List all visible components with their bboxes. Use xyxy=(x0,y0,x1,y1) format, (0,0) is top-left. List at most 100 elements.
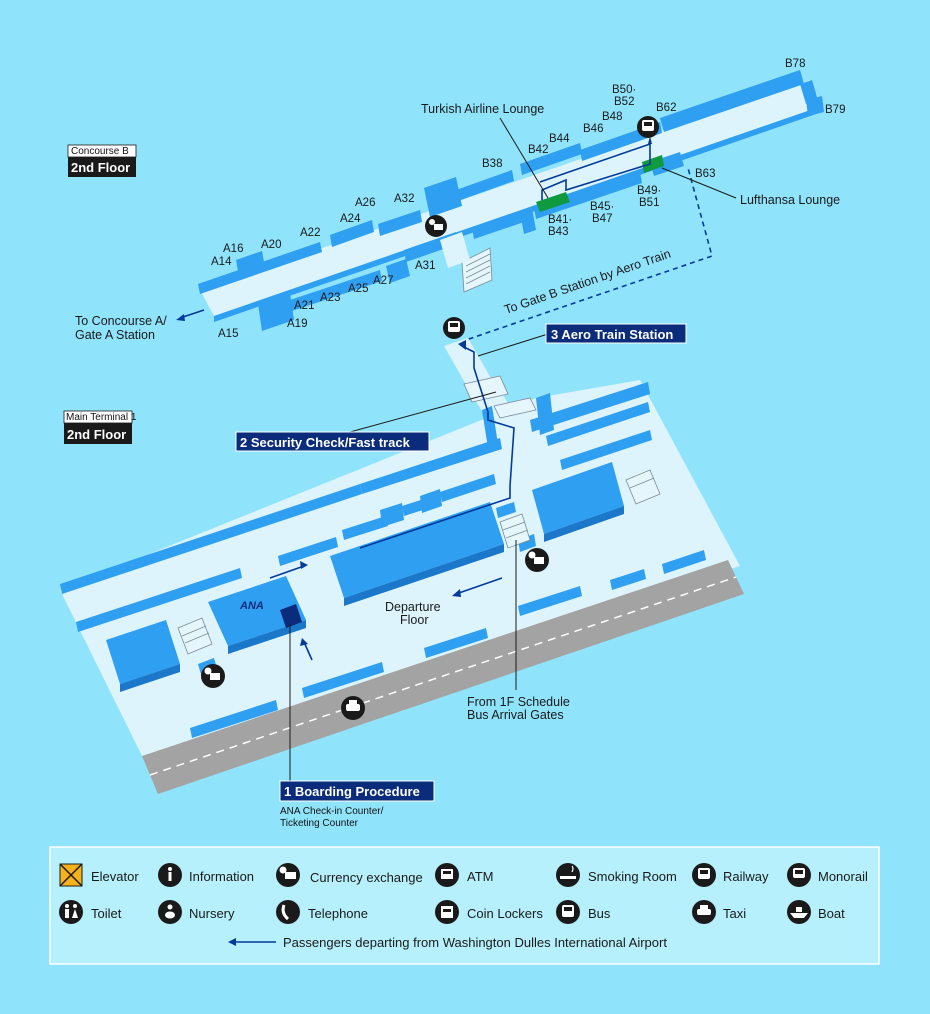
road xyxy=(142,560,744,794)
aerotrain-route xyxy=(459,167,713,343)
gate-label: B63 xyxy=(695,168,715,180)
gate-label: A23 xyxy=(320,292,340,304)
to-gate-b-label: To Gate B Station by Aero Train xyxy=(502,247,672,317)
legend-panel xyxy=(49,846,880,965)
departure-floor-label: Departure xyxy=(385,600,441,614)
legend-information: Information xyxy=(189,869,254,884)
step-boarding-sub-2: Ticketing Counter xyxy=(280,818,359,829)
gate-label: B43 xyxy=(548,226,568,238)
gate-label: A22 xyxy=(300,227,320,239)
terminal-building-name: Main Terminal 1 xyxy=(66,412,137,423)
concourse-b xyxy=(198,70,824,331)
concourse-floor xyxy=(200,80,822,316)
terminal-route xyxy=(359,345,515,549)
legend-nursery: Nursery xyxy=(189,906,235,921)
gate-label: A16 xyxy=(223,243,243,255)
ana-counter xyxy=(280,604,302,628)
gate-label: B41· xyxy=(548,214,572,226)
legend-railway: Railway xyxy=(723,869,769,884)
toilet-icon xyxy=(59,900,83,924)
gate-label: B51 xyxy=(639,197,659,209)
lufthansa-lounge-area xyxy=(642,155,664,173)
elevator-icon xyxy=(59,863,83,887)
gate-label: A19 xyxy=(287,318,307,330)
escalator xyxy=(493,397,537,419)
from-bus-label-2: Bus Arrival Gates xyxy=(467,708,564,722)
gate-label: B42 xyxy=(528,144,548,156)
step-security-title: 2 Security Check/Fast track xyxy=(240,435,411,450)
gate-label: B46 xyxy=(583,123,603,135)
legend-taxi: Taxi xyxy=(723,906,746,921)
information-icon xyxy=(158,863,182,887)
gate-label: B49· xyxy=(637,185,661,197)
bus-icon xyxy=(556,900,580,924)
to-concourse-a-label: To Concourse A/ xyxy=(75,314,167,328)
legend-bus: Bus xyxy=(588,906,611,921)
step-boarding-title: 1 Boarding Procedure xyxy=(284,784,420,799)
gate-label: B78 xyxy=(785,58,805,70)
nursery-icon xyxy=(158,900,182,924)
legend-atm: ATM xyxy=(467,869,493,884)
step-boarding-sub: ANA Check-in Counter/ xyxy=(280,806,384,817)
gate-label: A15 xyxy=(218,328,238,340)
legend-telephone: Telephone xyxy=(308,906,368,921)
concourse-floor-label: Concourse B 2nd Floor xyxy=(67,144,137,177)
gate-label: B45· xyxy=(590,201,614,213)
departure-floor-label-2: Floor xyxy=(400,613,428,627)
terminal-floor-label: Main Terminal 1 2nd Floor xyxy=(63,410,137,444)
to-concourse-a-label-2: Gate A Station xyxy=(75,328,155,342)
terminal-floor-name: 2nd Floor xyxy=(67,427,126,442)
turkish-lounge-label: Turkish Airline Lounge xyxy=(421,102,544,116)
legend-coin-lockers: Coin Lockers xyxy=(467,906,543,921)
main-terminal xyxy=(60,338,744,794)
currency-exchange-icon xyxy=(201,664,225,688)
gate-label: A14 xyxy=(211,256,232,268)
gate-label: B47 xyxy=(592,213,612,225)
legend: Elevator Information Currency exchange A… xyxy=(49,846,880,965)
escalator xyxy=(625,469,661,505)
step-aerotrain-tag: 3 Aero Train Station xyxy=(545,323,687,344)
gate-label: B52 xyxy=(614,96,634,108)
legend-boat: Boat xyxy=(818,906,845,921)
gate-label: A25 xyxy=(348,283,368,295)
atm-icon xyxy=(435,863,459,887)
legend-monorail: Monorail xyxy=(818,869,868,884)
railway-icon xyxy=(443,317,465,339)
from-bus-label: From 1F Schedule xyxy=(467,695,570,709)
gate-label: A32 xyxy=(394,193,414,205)
lufthansa-lounge-label: Lufthansa Lounge xyxy=(740,193,840,207)
railway-icon xyxy=(692,863,716,887)
legend-toilet: Toilet xyxy=(91,906,122,921)
gate-labels: A14 A16 A20 A22 A24 A26 A32 A15 A19 A21 … xyxy=(211,58,845,340)
telephone-icon xyxy=(276,900,300,924)
legend-route: Passengers departing from Washington Dul… xyxy=(283,935,667,950)
taxi-icon xyxy=(692,900,716,924)
smoking-room-icon xyxy=(556,863,580,887)
gate-label: A24 xyxy=(340,213,361,225)
escalator xyxy=(463,375,509,403)
gate-label: B62 xyxy=(656,102,676,114)
legend-smoking: Smoking Room xyxy=(588,869,677,884)
gate-label: A27 xyxy=(373,275,393,287)
gate-label: B79 xyxy=(825,104,845,116)
wall-block xyxy=(198,242,322,294)
coin-lockers-icon xyxy=(435,900,459,924)
legend-currency: Currency exchange xyxy=(310,870,423,885)
railway-icon xyxy=(637,116,659,138)
concourse-floor-name: 2nd Floor xyxy=(71,160,130,175)
gate-label: A26 xyxy=(355,197,375,209)
boat-icon xyxy=(787,900,811,924)
step-security-tag: 2 Security Check/Fast track xyxy=(235,431,430,452)
currency-exchange-icon xyxy=(425,215,447,237)
concourse-building-name: Concourse B xyxy=(71,146,129,157)
gate-label: B50· xyxy=(612,84,636,96)
gate-label: B38 xyxy=(482,158,502,170)
taxi-icon xyxy=(341,696,365,720)
step-aerotrain-title: 3 Aero Train Station xyxy=(551,327,673,342)
gate-label: A21 xyxy=(294,300,314,312)
departure-floor-block xyxy=(330,502,504,598)
gate-label: B44 xyxy=(549,133,570,145)
currency-exchange-icon xyxy=(276,863,300,887)
currency-exchange-icon xyxy=(525,548,549,572)
